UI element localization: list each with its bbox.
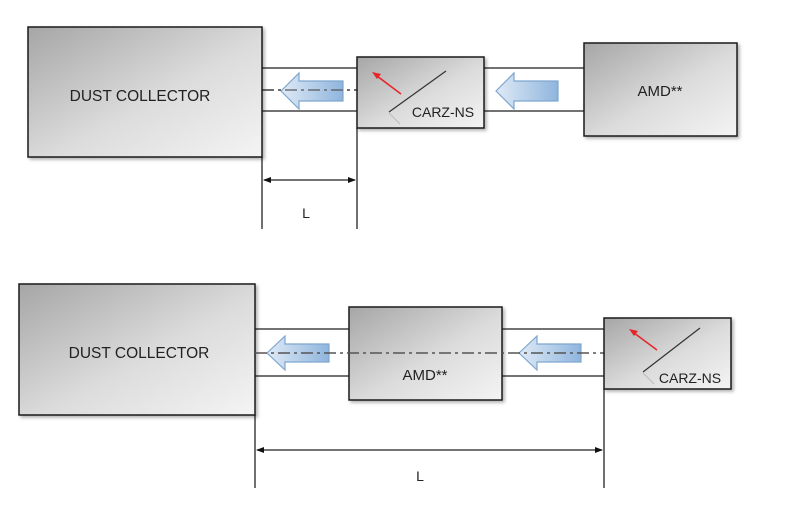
amd-label: AMD** bbox=[402, 367, 447, 384]
carz-ns-label: CARZ-NS bbox=[659, 370, 721, 386]
bottom-duct-dc-to-amd bbox=[255, 328, 349, 377]
bottom-diagram: DUST COLLECTOR AMD** CARZ-NS L bbox=[18, 283, 732, 488]
top-diagram: DUST COLLECTOR CARZ-NS AMD** L bbox=[27, 26, 738, 229]
flow-arrow-icon bbox=[280, 71, 344, 111]
damper-blade-icon bbox=[642, 327, 701, 373]
top-dimension-L: L bbox=[261, 128, 358, 229]
amd-label: AMD** bbox=[637, 83, 682, 100]
damper-blade-icon bbox=[388, 70, 447, 113]
bottom-duct-amd-to-carz bbox=[502, 328, 604, 377]
dimension-label: L bbox=[302, 205, 310, 221]
flow-arrow-icon bbox=[495, 71, 559, 111]
top-amd-unit: AMD** bbox=[583, 42, 738, 137]
top-carz-ns-unit: CARZ-NS bbox=[356, 56, 485, 129]
bottom-dust-collector: DUST COLLECTOR bbox=[18, 283, 256, 416]
dust-collector-label: DUST COLLECTOR bbox=[70, 88, 211, 105]
bottom-dimension-L: L bbox=[254, 389, 605, 488]
top-dust-collector: DUST COLLECTOR bbox=[27, 26, 263, 158]
damper-direction-arrow-icon bbox=[629, 329, 658, 351]
bottom-carz-ns-unit: CARZ-NS bbox=[603, 317, 732, 390]
carz-ns-label: CARZ-NS bbox=[412, 104, 474, 120]
damper-direction-arrow-icon bbox=[372, 72, 402, 95]
top-duct-carz-to-amd bbox=[484, 67, 584, 112]
dimension-label: L bbox=[416, 468, 424, 484]
dust-collector-label: DUST COLLECTOR bbox=[69, 345, 210, 362]
